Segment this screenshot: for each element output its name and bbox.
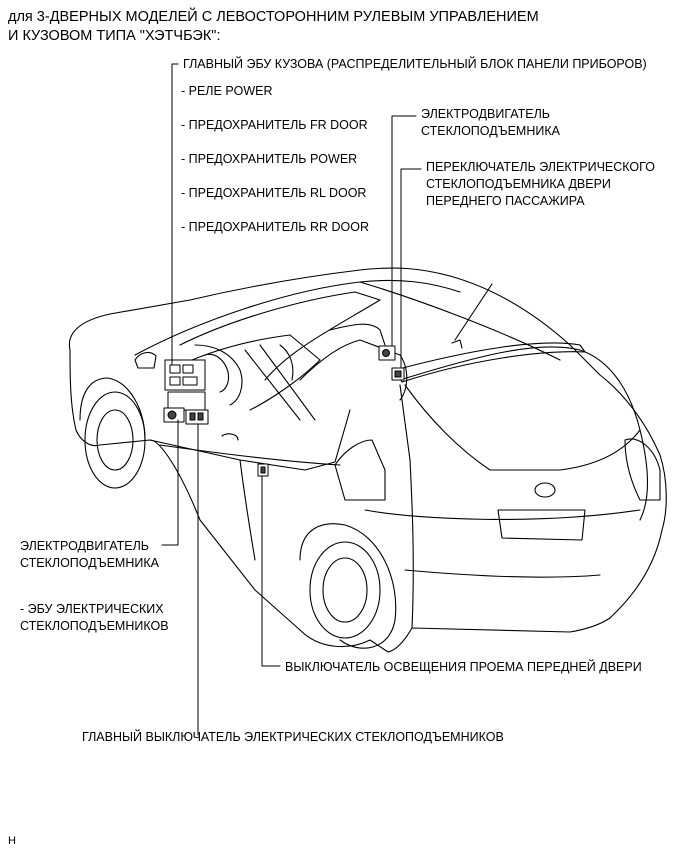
label-window-motor-right-line-1: ЭЛЕКТРОДВИГАТЕЛЬ: [421, 107, 550, 121]
footer-mark: H: [8, 835, 16, 847]
diagram-title: для 3-ДВЕРНЫХ МОДЕЛЕЙ С ЛЕВОСТОРОННИМ РУ…: [8, 8, 539, 46]
label-passenger-switch-line-3: ПЕРЕДНЕГО ПАССАЖИРА: [426, 194, 585, 208]
passenger-switch-icon: [391, 367, 405, 381]
label-main-body-ecu: ГЛАВНЫЙ ЭБУ КУЗОВА (РАСПРЕДЕЛИТЕЛЬНЫЙ БЛ…: [183, 57, 647, 71]
label-window-motor-right: ЭЛЕКТРОДВИГАТЕЛЬ СТЕКЛОПОДЪЕМНИКА: [421, 106, 560, 140]
junction-block-icon: [164, 359, 206, 411]
label-window-motor-left-line-1: ЭЛЕКТРОДВИГАТЕЛЬ: [20, 539, 149, 553]
title-line-2: И КУЗОВОМ ТИПА "ХЭТЧБЭК":: [8, 28, 221, 44]
label-passenger-switch-line-1: ПЕРЕКЛЮЧАТЕЛЬ ЭЛЕКТРИЧЕСКОГО: [426, 160, 655, 174]
label-power-fuse: - ПРЕДОХРАНИТЕЛЬ POWER: [181, 152, 358, 166]
window-motor-right-icon: [378, 345, 396, 361]
label-window-ecu-line-2: СТЕКЛОПОДЪЕМНИКОВ: [20, 619, 169, 633]
label-window-ecu-line-1: - ЭБУ ЭЛЕКТРИЧЕСКИХ: [20, 602, 164, 616]
master-switch-icon: [185, 409, 209, 425]
leader-lines: [161, 63, 422, 736]
label-rr-door-fuse: - ПРЕДОХРАНИТЕЛЬ RR DOOR: [181, 220, 369, 234]
label-master-window-switch: ГЛАВНЫЙ ВЫКЛЮЧАТЕЛЬ ЭЛЕКТРИЧЕСКИХ СТЕКЛО…: [82, 730, 504, 744]
label-window-motor-left: ЭЛЕКТРОДВИГАТЕЛЬ СТЕКЛОПОДЪЕМНИКА: [20, 538, 159, 572]
label-window-ecu: - ЭБУ ЭЛЕКТРИЧЕСКИХ СТЕКЛОПОДЪЕМНИКОВ: [20, 601, 169, 635]
label-power-relay: - РЕЛЕ POWER: [181, 84, 273, 98]
door-courtesy-switch-icon: [257, 463, 269, 477]
label-window-motor-right-line-2: СТЕКЛОПОДЪЕМНИКА: [421, 124, 560, 138]
label-window-motor-left-line-2: СТЕКЛОПОДЪЕМНИКА: [20, 556, 159, 570]
label-door-courtesy-switch: ВЫКЛЮЧАТЕЛЬ ОСВЕЩЕНИЯ ПРОЕМА ПЕРЕДНЕЙ ДВ…: [285, 660, 642, 674]
car-body: [68, 267, 667, 653]
title-line-1: для 3-ДВЕРНЫХ МОДЕЛЕЙ С ЛЕВОСТОРОННИМ РУ…: [8, 9, 539, 25]
components: [163, 345, 405, 477]
label-passenger-switch-line-2: СТЕКЛОПОДЪЕМНИКА ДВЕРИ: [426, 177, 611, 191]
label-fr-door-fuse: - ПРЕДОХРАНИТЕЛЬ FR DOOR: [181, 118, 368, 132]
window-motor-left-icon: [163, 407, 185, 423]
label-rl-door-fuse: - ПРЕДОХРАНИТЕЛЬ RL DOOR: [181, 186, 367, 200]
label-passenger-window-switch: ПЕРЕКЛЮЧАТЕЛЬ ЭЛЕКТРИЧЕСКОГО СТЕКЛОПОДЪЕ…: [426, 159, 655, 210]
